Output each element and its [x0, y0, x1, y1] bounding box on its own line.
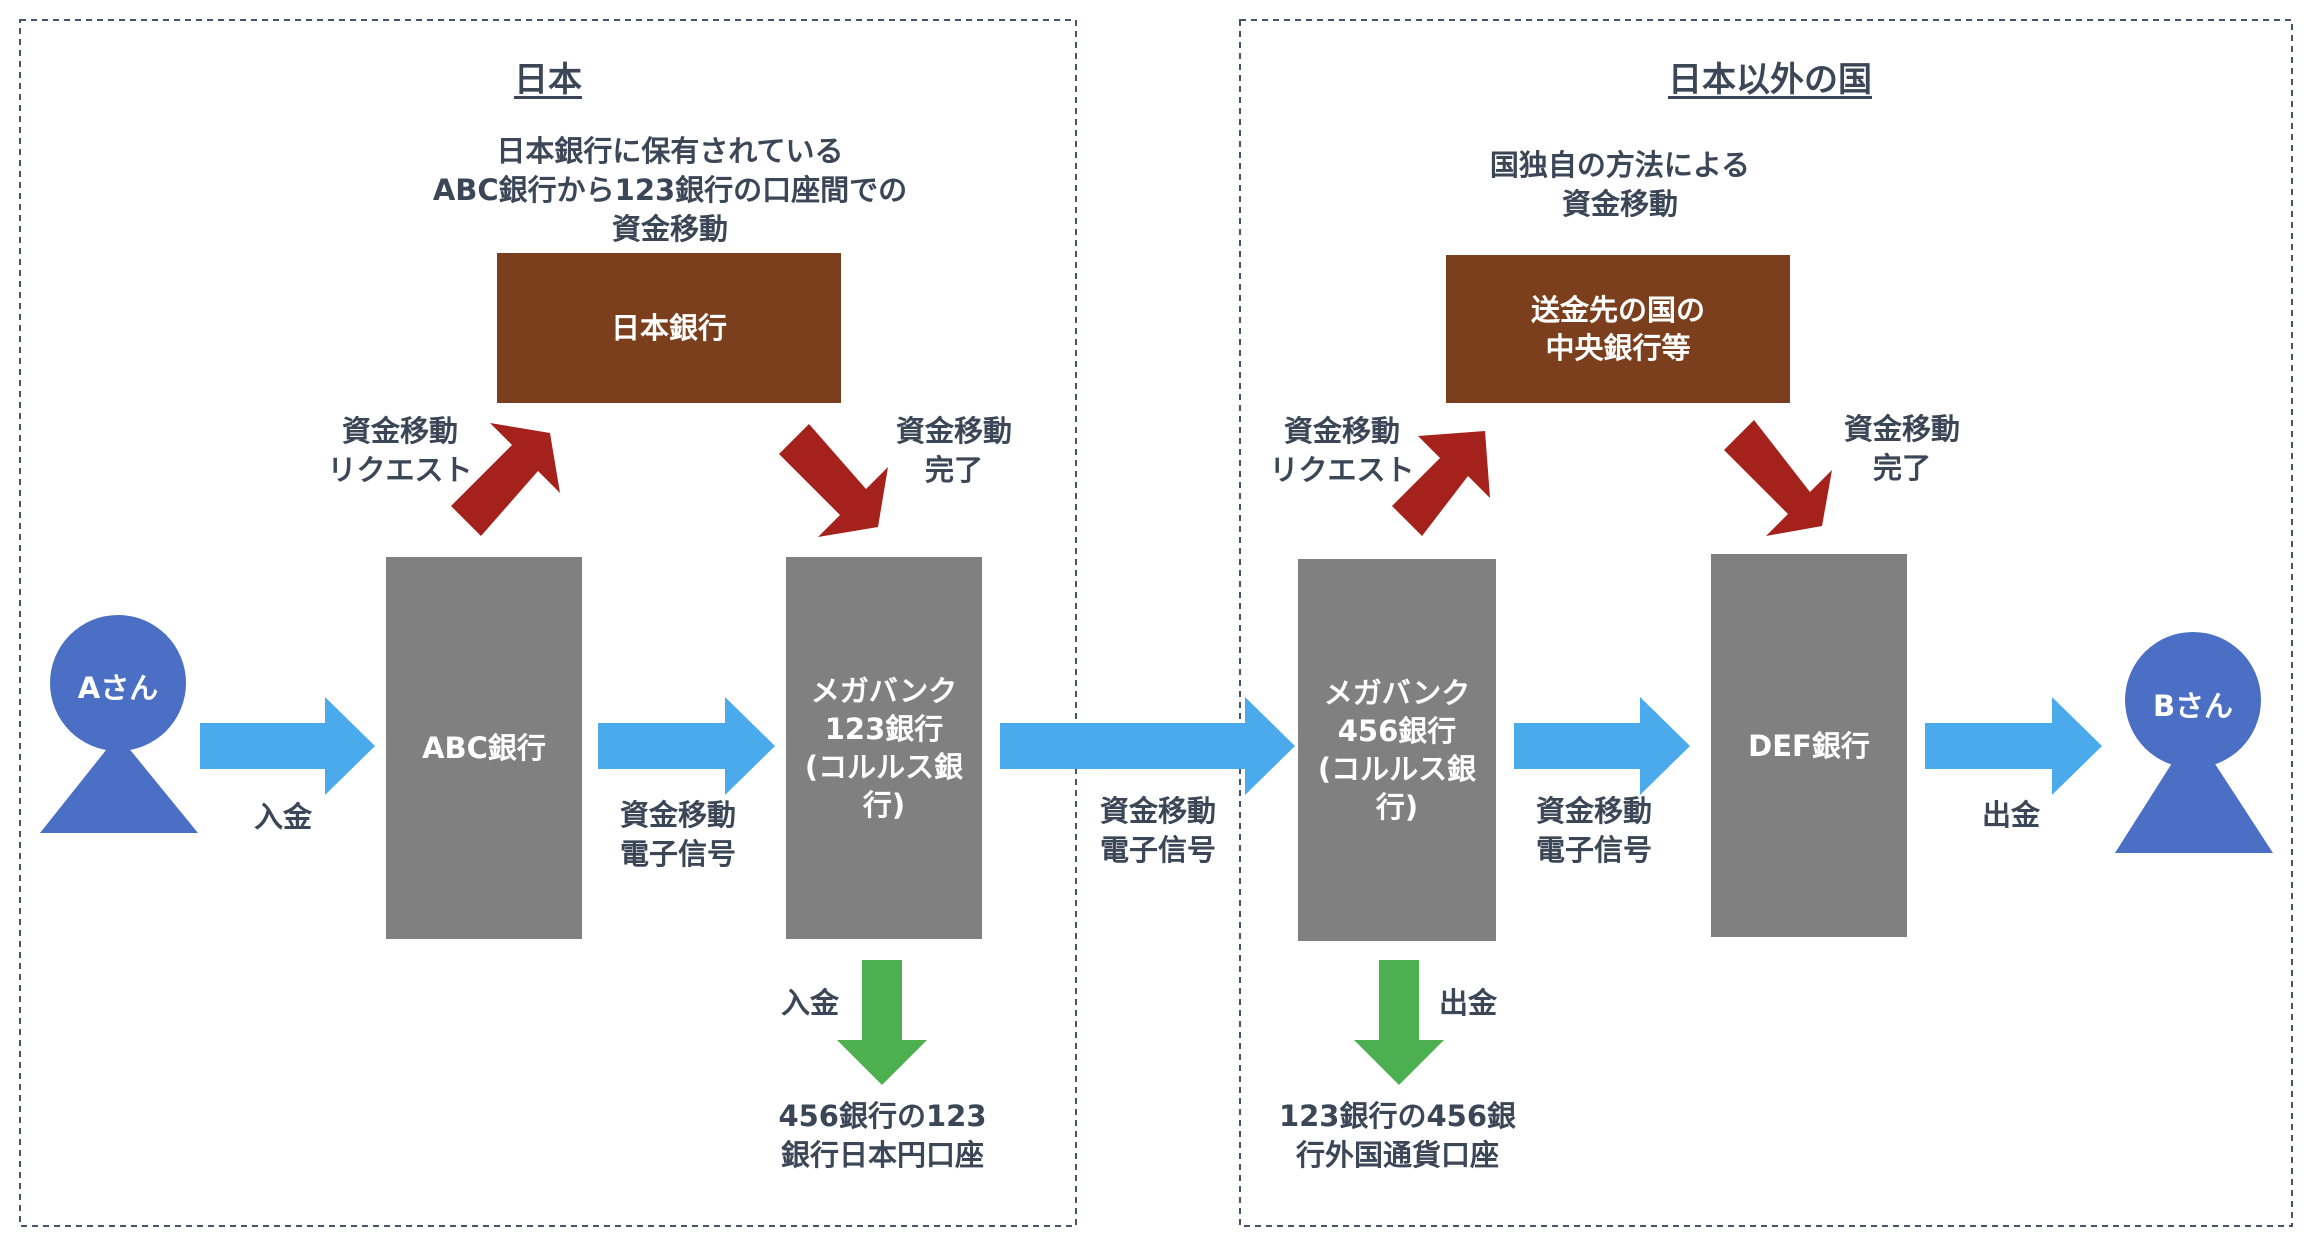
boj-box: 日本銀行: [497, 253, 841, 403]
foreign-cb-line1: 送金先の国の: [1530, 293, 1705, 327]
person-a-label: Aさん: [77, 671, 159, 705]
megabank-123-line3: (コルルス銀行): [804, 750, 964, 822]
arrow-request-right: [1392, 431, 1490, 536]
foreign-cb-line2: 中央銀行等: [1545, 331, 1691, 365]
account-123-line1: 456銀行の123: [778, 1099, 987, 1133]
request-left-line1: 資金移動: [341, 414, 458, 448]
def-bank-label: DEF銀行: [1748, 728, 1870, 763]
arrow-deposit-a: [200, 697, 375, 795]
japan-region-title: 日本: [514, 60, 582, 100]
arrow-complete-left: [779, 424, 888, 537]
japan-region-frame: [19, 19, 1077, 1227]
def-bank-box: DEF銀行: [1711, 554, 1907, 937]
request-left-label: 資金移動 リクエスト: [320, 412, 480, 490]
complete-left-line1: 資金移動: [895, 414, 1012, 448]
signal-3-label: 資金移動 電子信号: [1514, 792, 1674, 870]
signal-3-line2: 電子信号: [1535, 833, 1652, 867]
complete-right-line1: 資金移動: [1843, 412, 1960, 446]
arrow-abc-to-123: [598, 697, 775, 795]
boj-label: 日本銀行: [610, 311, 727, 345]
withdraw-456-label: 出金: [1438, 986, 1497, 1020]
arrow-complete-right: [1724, 420, 1832, 536]
account-456-line2: 行外国通貨口座: [1295, 1138, 1499, 1172]
arrow-withdraw-456: [1354, 960, 1444, 1085]
account-456-line1: 123銀行の456銀: [1278, 1099, 1517, 1133]
signal-2-line1: 資金移動: [1099, 794, 1216, 828]
foreign-description: 国独自の方法による 資金移動: [1430, 146, 1810, 224]
complete-right-label: 資金移動 完了: [1822, 410, 1982, 488]
foreign-desc-line1: 国独自の方法による: [1489, 148, 1751, 182]
request-left-line2: リクエスト: [327, 453, 473, 487]
complete-left-label: 資金移動 完了: [874, 412, 1034, 490]
signal-2-label: 資金移動 電子信号: [1078, 792, 1238, 870]
deposit-123-label: 入金: [780, 986, 839, 1020]
boj-desc-line3: 資金移動: [611, 212, 728, 246]
signal-2-line2: 電子信号: [1099, 833, 1216, 867]
megabank-123-box: メガバンク 123銀行 (コルルス銀行): [786, 557, 982, 939]
complete-left-line2: 完了: [924, 453, 983, 487]
signal-1-line1: 資金移動: [619, 798, 736, 832]
signal-1-line2: 電子信号: [619, 837, 736, 871]
megabank-123-line1: メガバンク: [810, 674, 958, 708]
complete-right-line2: 完了: [1872, 451, 1931, 485]
arrow-123-to-456: [1000, 697, 1295, 795]
arrow-deposit-123: [837, 960, 927, 1085]
account-456-label: 123銀行の456銀 行外国通貨口座: [1255, 1097, 1540, 1175]
signal-1-label: 資金移動 電子信号: [598, 796, 758, 874]
signal-3-line1: 資金移動: [1535, 794, 1652, 828]
boj-desc-line1: 日本銀行に保有されている: [496, 134, 844, 168]
arrow-request-left: [451, 423, 560, 536]
arrow-456-to-def: [1514, 697, 1690, 795]
megabank-123-line2: 123銀行: [824, 712, 944, 746]
megabank-456-box: メガバンク 456銀行 (コルルス銀行): [1298, 559, 1496, 941]
request-right-line1: 資金移動: [1283, 414, 1400, 448]
megabank-456-line2: 456銀行: [1337, 714, 1457, 748]
overseas-region-frame: [1239, 19, 2293, 1227]
person-a-icon: [40, 615, 198, 833]
megabank-456-line1: メガバンク: [1323, 676, 1471, 710]
arrow-withdraw-b: [1925, 697, 2102, 795]
request-right-label: 資金移動 リクエスト: [1262, 412, 1422, 490]
withdraw-b-label: 出金: [1981, 798, 2040, 832]
person-b-label: Bさん: [2152, 689, 2234, 723]
account-123-line2: 銀行日本円口座: [780, 1138, 984, 1172]
request-right-line2: リクエスト: [1269, 453, 1415, 487]
boj-description: 日本銀行に保有されている ABC銀行から123銀行の口座間での 資金移動: [400, 132, 940, 249]
abc-bank-box: ABC銀行: [386, 557, 582, 939]
abc-bank-label: ABC銀行: [422, 731, 546, 765]
foreign-central-bank-box: 送金先の国の 中央銀行等: [1446, 255, 1790, 403]
megabank-456-line3: (コルルス銀行): [1317, 752, 1477, 824]
foreign-desc-line2: 資金移動: [1561, 187, 1678, 221]
deposit-a-label: 入金: [253, 800, 312, 834]
account-123-label: 456銀行の123 銀行日本円口座: [740, 1097, 1025, 1175]
person-b-icon: [2115, 632, 2273, 853]
boj-desc-line2: ABC銀行から123銀行の口座間での: [432, 173, 908, 207]
overseas-region-title: 日本以外の国: [1668, 60, 1872, 100]
